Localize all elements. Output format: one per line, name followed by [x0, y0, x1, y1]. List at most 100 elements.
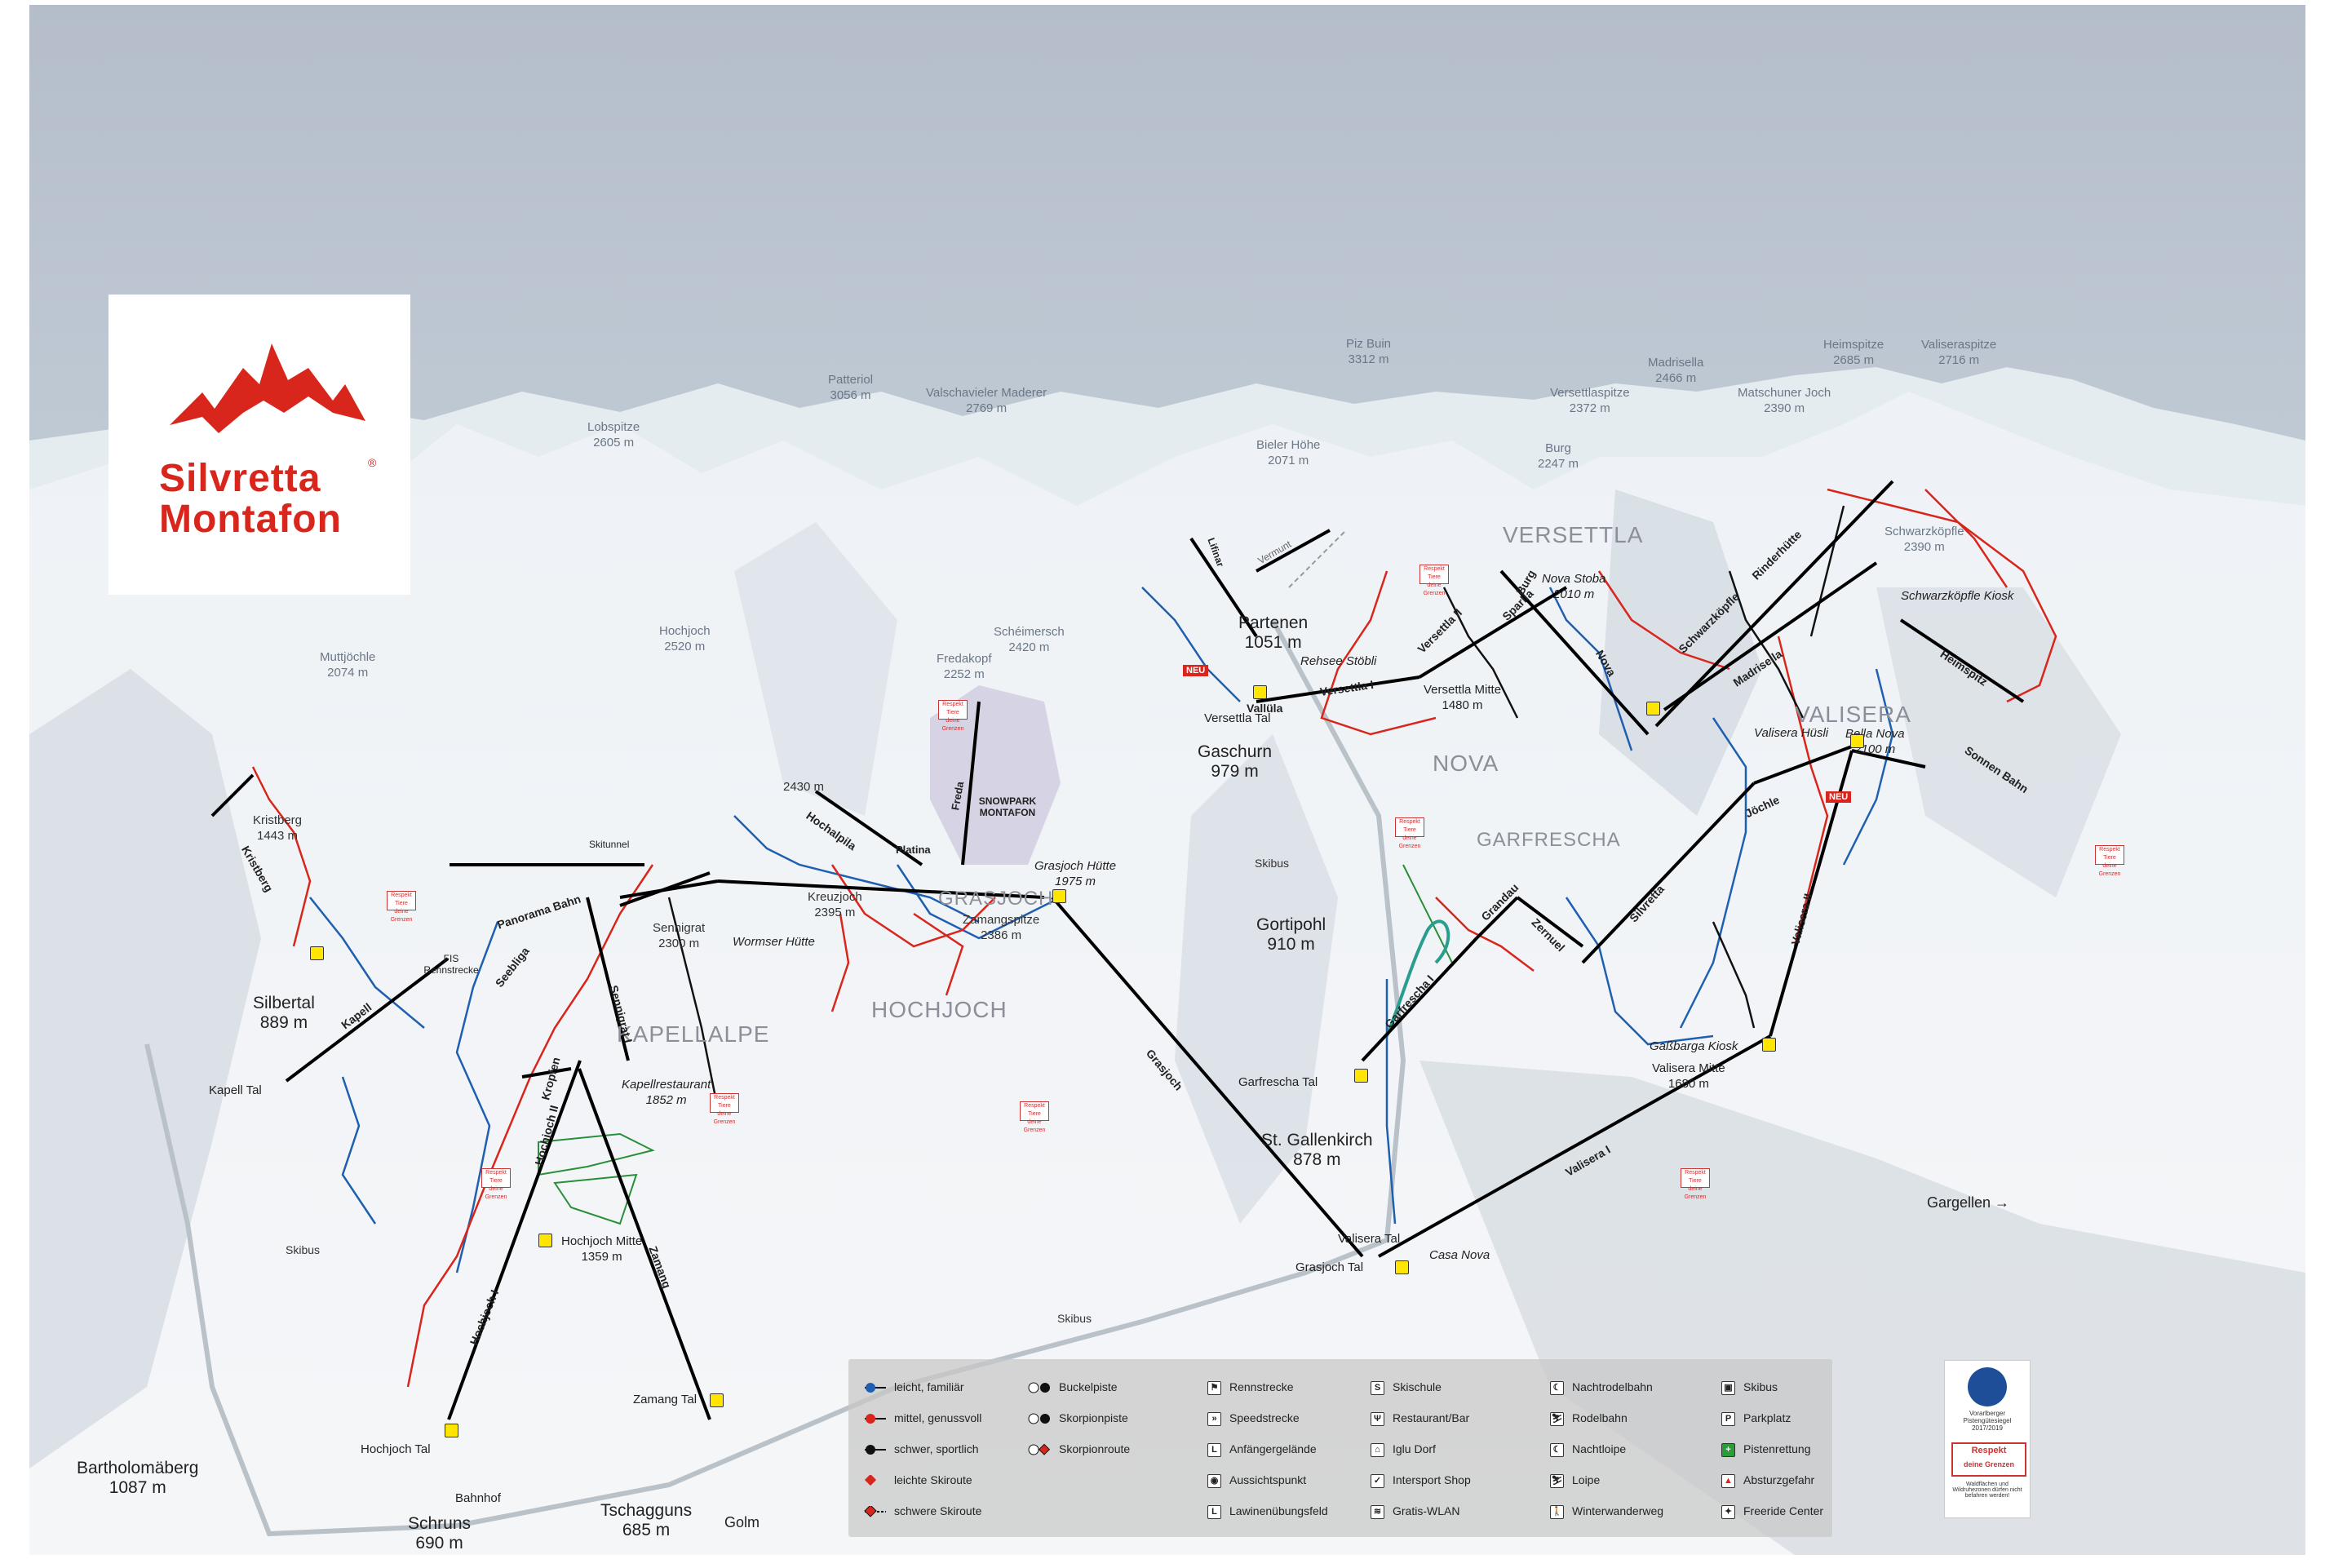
respekt-sign: Respekt Tiere deine Grenzen [481, 1168, 511, 1200]
station-grasjoch-tal: Grasjoch Tal [1295, 1260, 1364, 1274]
night-trail-icon: ☾ [1550, 1442, 1564, 1457]
legend-item-hard-route: schwere Skiroute [863, 1504, 981, 1518]
legend-item-buckelpiste: Buckelpiste [1028, 1380, 1118, 1393]
scorpion-piste-icon [1028, 1413, 1052, 1424]
station-garfrescha-tal: Garfrescha Tal [1238, 1075, 1318, 1089]
scorpion-route-icon [1028, 1444, 1052, 1456]
legend-item-easy: leicht, familiär [863, 1380, 964, 1393]
area-hochjoch: HOCHJOCH [871, 997, 1008, 1022]
legend-item-loipe: ⛷Loipe [1550, 1473, 1601, 1488]
station-gassbarga-kiosk: Gaßbarga Kiosk [1650, 1039, 1738, 1053]
badge-neu-versettla: NEU [1183, 665, 1209, 676]
station-hochjoch-tal: Hochjoch Tal [361, 1442, 431, 1456]
lift-station-icon [310, 946, 324, 960]
badge-neu-joechle: NEU [1826, 791, 1852, 803]
parking-icon: P [1721, 1411, 1735, 1426]
silvretta-montafon-logo: Silvretta ® Montafon [109, 295, 410, 595]
lift-station-icon [1762, 1038, 1776, 1052]
legend-item-speedstrecke: »Speedstrecke [1207, 1411, 1300, 1426]
cross-country-icon: ⛷ [1550, 1473, 1564, 1488]
legend-item-nachtrodel: ☾Nachtrodelbahn [1550, 1380, 1653, 1395]
hard-piste-icon [863, 1444, 888, 1455]
respekt-sign: Respekt Tiere deine Grenzen [2095, 845, 2124, 877]
legend-item-skibus: ▣Skibus [1721, 1380, 1778, 1395]
lift-station-icon [1850, 734, 1864, 748]
cliff-warning-icon: ▲ [1721, 1473, 1735, 1488]
legend-item-rodel: ⛷Rodelbahn [1550, 1411, 1628, 1426]
respekt-sign: Respekt Tiere deine Grenzen [387, 891, 416, 923]
legend-item-nachtloipe: ☾Nachtloipe [1550, 1442, 1626, 1457]
legend-item-medium: mittel, genussvoll [863, 1411, 981, 1424]
logo-registered-mark: ® [368, 456, 377, 469]
station-wormser-huette: Wormser Hütte [733, 935, 815, 949]
legend-item-wlan: ≋Gratis-WLAN [1371, 1504, 1459, 1519]
ski-school-icon: S [1371, 1380, 1384, 1395]
lift-station-icon [1354, 1069, 1368, 1083]
legend-item-freeride: ✦Freeride Center [1721, 1504, 1823, 1519]
area-grasjoch: GRASJOCH [938, 888, 1054, 910]
lift-station-icon [538, 1234, 552, 1247]
skibus-gaschurn: Skibus [1255, 857, 1290, 870]
legend-item-aussicht: ◉Aussichtspunkt [1207, 1473, 1306, 1488]
legend-item-easy-route: leichte Skiroute [863, 1473, 972, 1486]
respekt-sign: Respekt Tiere deine Grenzen [710, 1093, 739, 1125]
legend-item-iglu: ⌂Iglu Dorf [1371, 1442, 1436, 1457]
label-platina: Platina [896, 844, 931, 856]
respekt-sign: Respekt Tiere deine Grenzen [1020, 1101, 1049, 1133]
quality-seal-icon [1968, 1367, 2007, 1406]
avalanche-training-icon: L [1207, 1504, 1221, 1519]
lift-station-icon [1646, 702, 1660, 715]
respekt-sign: Respekt Tiere deine Grenzen [1681, 1168, 1710, 1200]
station-casa-nova: Casa Nova [1429, 1248, 1490, 1262]
station-golm: Golm [724, 1514, 760, 1530]
skibus-valley: Skibus [1057, 1312, 1092, 1325]
station-versettla-tal: Versettla Tal [1204, 711, 1271, 725]
medium-piste-icon [863, 1413, 888, 1424]
skibus-silbertal: Skibus [286, 1243, 321, 1256]
label-skitunnel: Skitunnel [589, 839, 630, 850]
area-kapellalpe: KAPELLALPE [617, 1021, 770, 1047]
station-schwarzkoepfle-kiosk: Schwarzköpfle Kiosk [1901, 589, 2014, 603]
igloo-icon: ⌂ [1371, 1442, 1384, 1457]
bus-icon: ▣ [1721, 1380, 1735, 1395]
legend-item-rennstrecke: ⚑Rennstrecke [1207, 1380, 1294, 1395]
freeride-icon: ✦ [1721, 1504, 1735, 1519]
lift-station-icon [1253, 685, 1267, 699]
station-zamang-tal: Zamang Tal [633, 1393, 698, 1406]
station-rehsee-stoebli: Rehsee Stöbli [1300, 654, 1377, 668]
lift-station-icon [1395, 1260, 1409, 1274]
area-garfrescha: GARFRESCHA [1477, 829, 1621, 851]
easy-route-icon [863, 1475, 888, 1486]
easy-piste-icon [863, 1382, 888, 1393]
lift-station-icon [445, 1424, 458, 1437]
